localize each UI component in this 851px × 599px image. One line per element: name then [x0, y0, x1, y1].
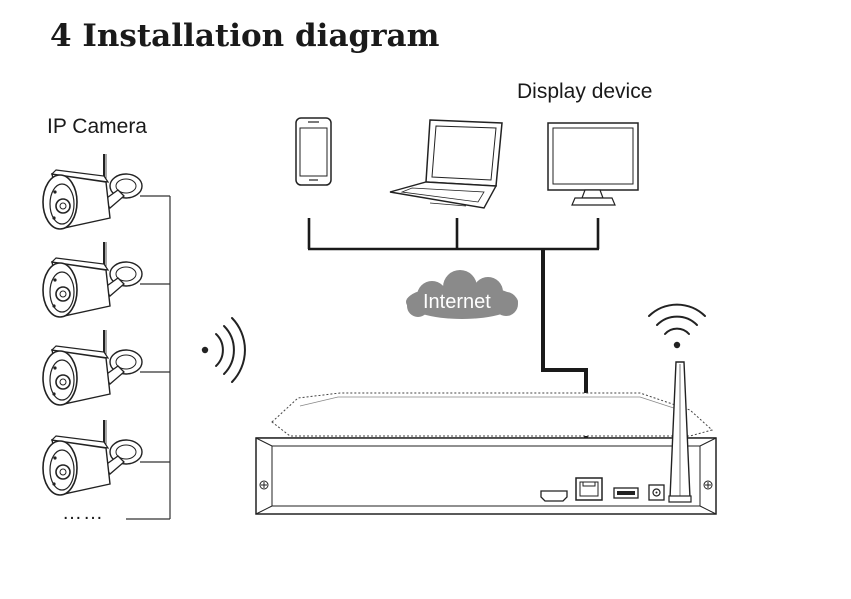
ip-camera-icon — [42, 419, 143, 496]
monitor-icon — [547, 122, 639, 206]
wifi-signal-icon — [648, 303, 706, 349]
screw-icon — [703, 480, 713, 490]
ethernet-port-icon — [575, 477, 603, 501]
ip-camera-label: IP Camera — [47, 115, 147, 138]
ip-camera-icon — [42, 241, 143, 318]
ip-camera-icon — [42, 329, 143, 406]
screw-icon — [259, 480, 269, 490]
internet-cloud-icon — [406, 270, 518, 319]
internet-label: Internet — [423, 291, 491, 313]
nvr-recorder-icon — [255, 392, 717, 515]
more-cameras-ellipsis: …… — [62, 502, 104, 524]
camera-bus — [126, 195, 171, 520]
laptop-icon — [389, 119, 503, 209]
wifi-signal-icon — [201, 317, 246, 383]
smartphone-icon — [295, 117, 332, 186]
usb-port-icon — [613, 487, 639, 499]
antenna-icon — [668, 361, 692, 503]
page-title: 4 Installation diagram — [50, 18, 440, 54]
power-port-icon — [648, 484, 665, 501]
hdmi-port-icon — [540, 490, 568, 502]
display-device-label: Display device — [517, 80, 653, 103]
ip-camera-icon — [42, 153, 143, 230]
display-bus — [307, 218, 600, 251]
